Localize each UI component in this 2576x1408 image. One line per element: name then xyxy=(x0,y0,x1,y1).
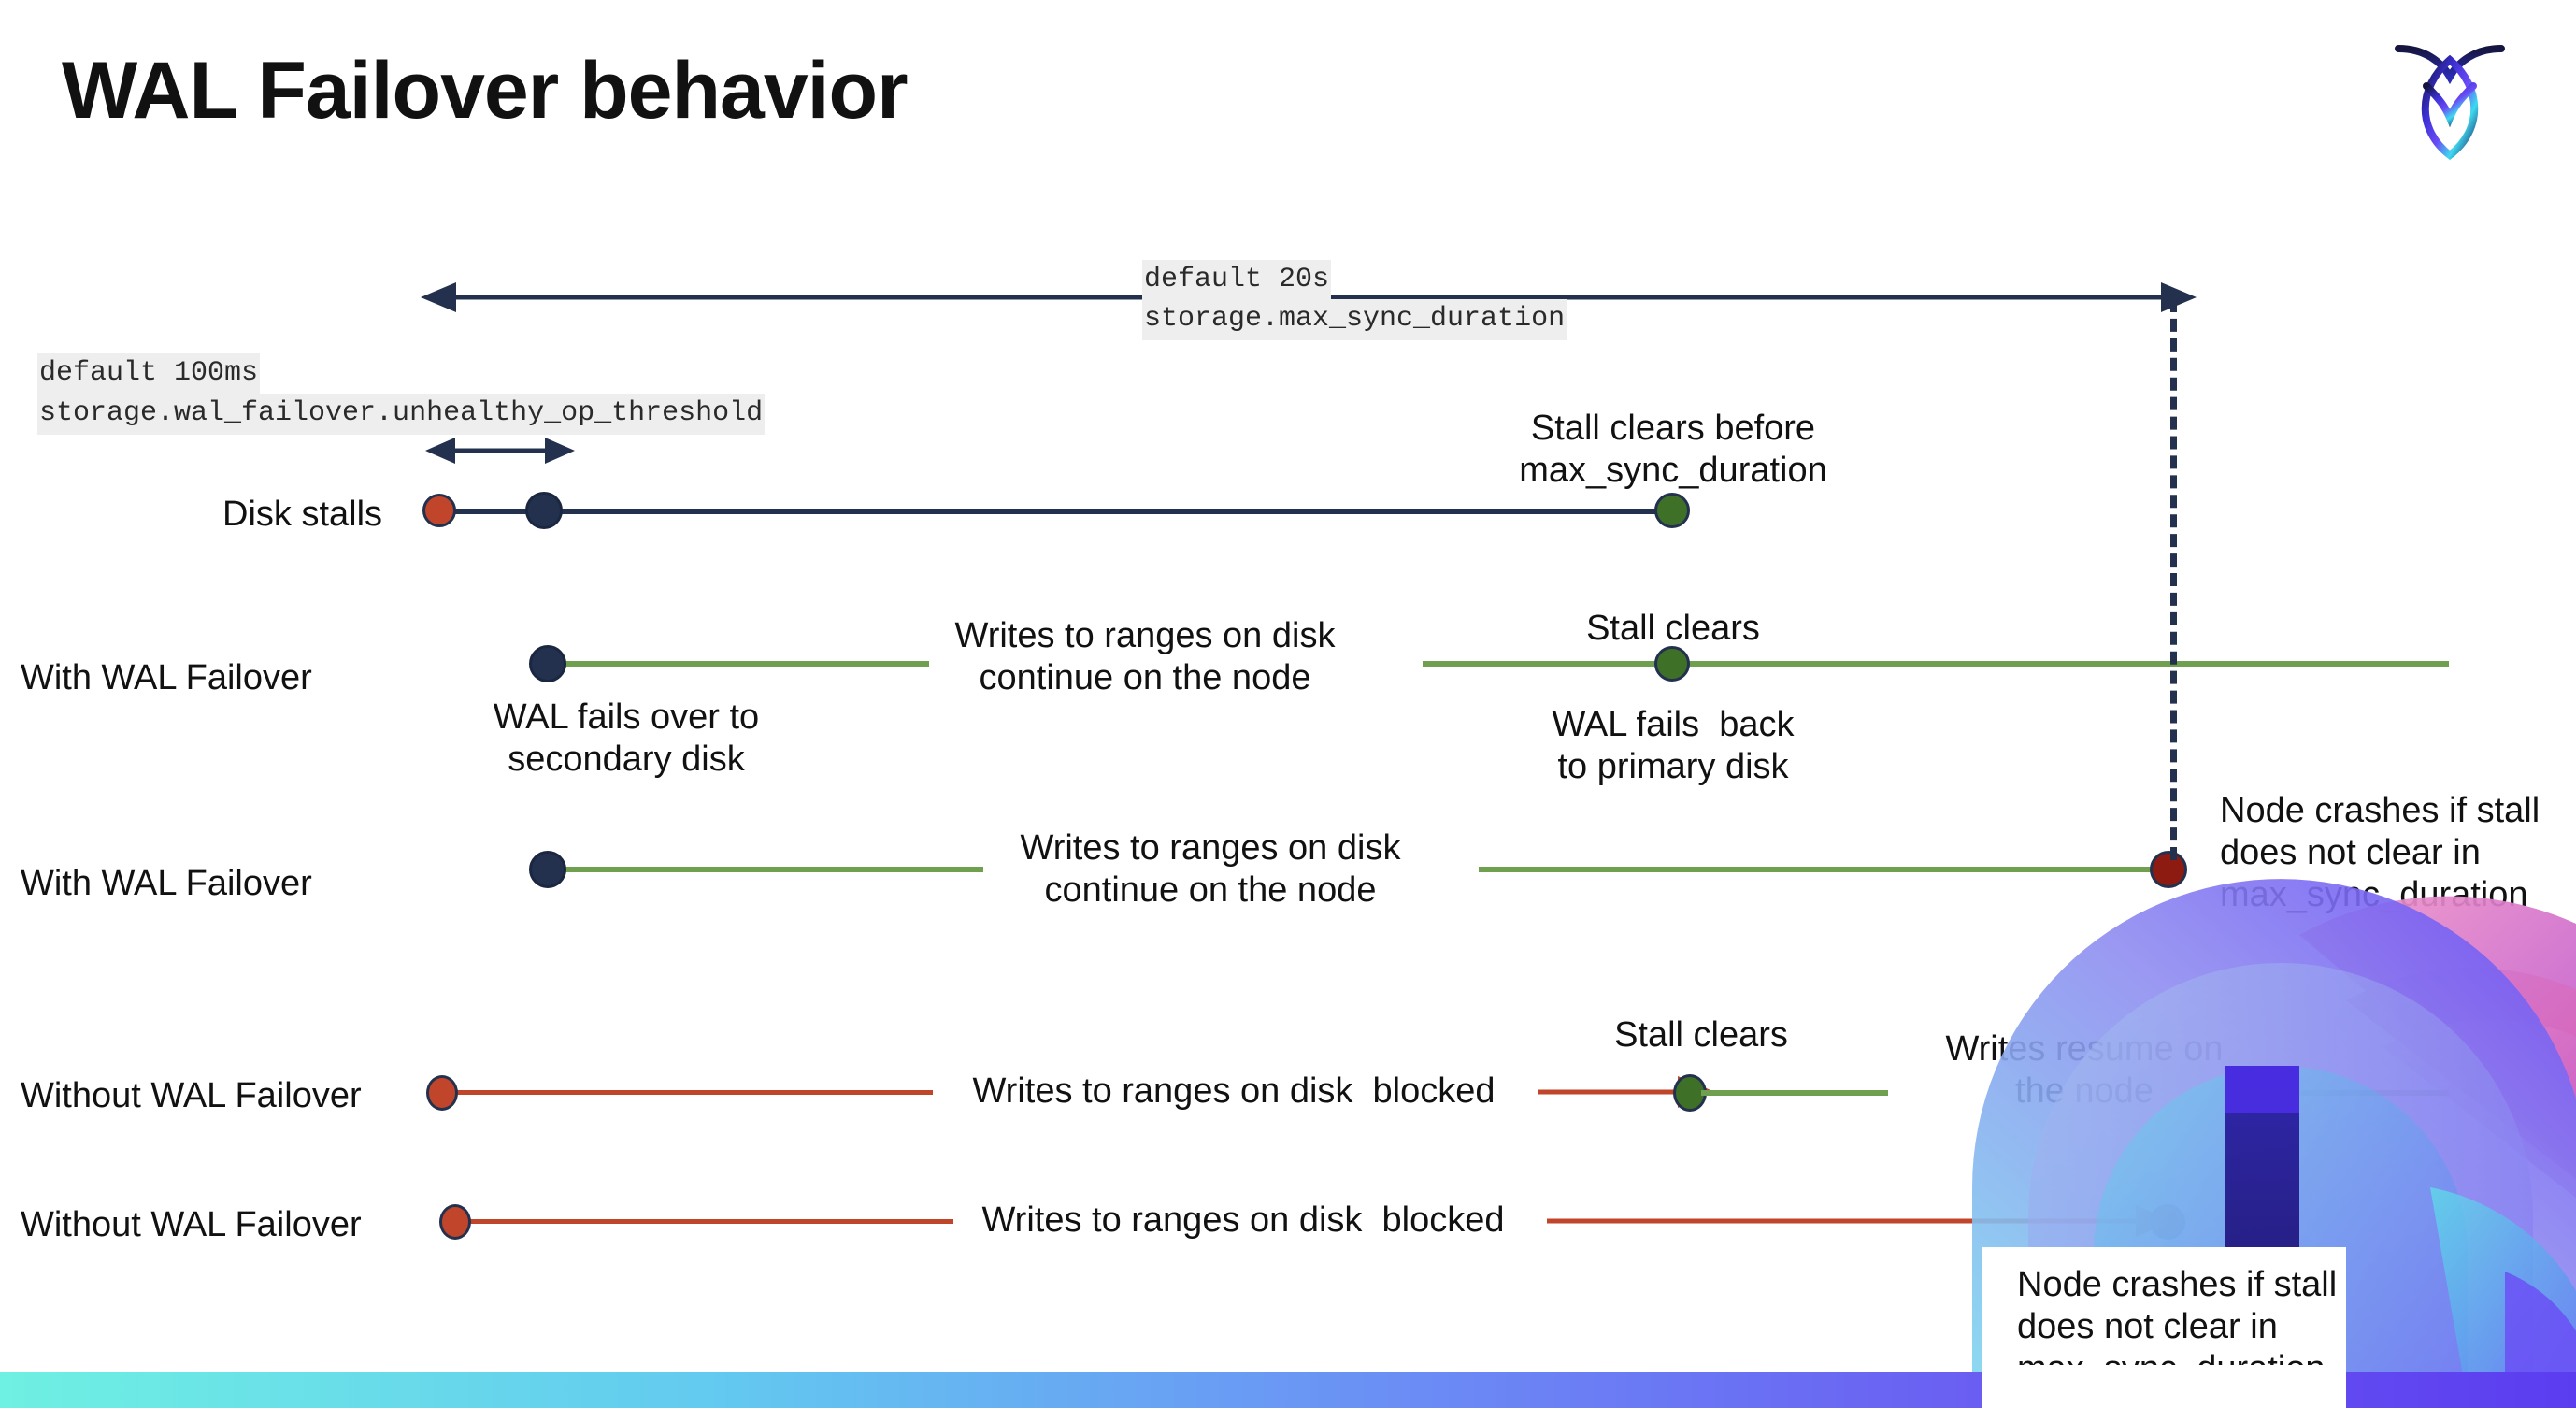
stall-clears-marker xyxy=(1654,646,1690,682)
with-wal-failover-1-segment-b xyxy=(1423,661,2449,667)
page-title: WAL Failover behavior xyxy=(62,46,909,136)
stall-start-marker xyxy=(439,1204,471,1240)
note-node-crashes-1: Node crashes if stall does not clear in … xyxy=(2220,791,2540,914)
without-wal-failover-1-resume-a xyxy=(1701,1090,1888,1096)
note-writes-continue-on-node-2: Writes to ranges on disk continue on the… xyxy=(1020,828,1401,910)
note-wal-fails-over-to-secondary-disk: WAL fails over to secondary disk xyxy=(493,697,760,779)
row-label-with-wal-failover-2: With WAL Failover xyxy=(21,864,312,903)
wal-failover-start-marker xyxy=(525,492,563,529)
row-label-with-wal-failover-1: With WAL Failover xyxy=(21,658,312,697)
row-label-without-wal-failover-1: Without WAL Failover xyxy=(21,1076,362,1115)
unhealthy-op-threshold-span-arrow xyxy=(425,438,575,464)
wal-failover-start-marker xyxy=(529,645,566,682)
max-sync-duration-default-chip: default 20s xyxy=(1142,260,1332,301)
unhealthy-op-threshold-setting-chip: storage.wal_failover.unhealthy_op_thresh… xyxy=(37,394,766,435)
with-wal-failover-2-segment-b xyxy=(1479,867,2172,872)
stall-start-marker xyxy=(426,1075,458,1111)
note-writes-blocked-2: Writes to ranges on disk blocked xyxy=(981,1200,1505,1240)
note-writes-continue-on-node-1: Writes to ranges on disk continue on the… xyxy=(954,616,1336,697)
without-wal-failover-1-blocked-a xyxy=(445,1090,933,1095)
stall-clears-marker xyxy=(1654,493,1690,528)
max-sync-duration-setting-chip: storage.max_sync_duration xyxy=(1142,299,1567,340)
with-wal-failover-2-segment-a xyxy=(544,867,983,872)
with-wal-failover-1-segment-a xyxy=(544,661,929,667)
cockroachdb-logo-icon xyxy=(2389,32,2511,167)
max-sync-duration-dashed-connector xyxy=(2170,299,2177,860)
disk-stalls-timeline xyxy=(437,509,1671,514)
node-crash-marker xyxy=(2150,851,2187,888)
row-label-without-wal-failover-2: Without WAL Failover xyxy=(21,1205,362,1244)
row-label-disk-stalls: Disk stalls xyxy=(222,495,383,534)
note-writes-blocked-1: Writes to ranges on disk blocked xyxy=(972,1071,1496,1111)
bottom-bar-callout-mask xyxy=(1982,1365,2346,1408)
note-stall-clears-1: Stall clears xyxy=(1586,609,1760,648)
note-stall-clears-before-max-sync: Stall clears before max_sync_duration xyxy=(1519,409,1827,490)
note-stall-clears-2: Stall clears xyxy=(1614,1015,1788,1055)
note-wal-fails-back-to-primary-disk: WAL fails back to primary disk xyxy=(1552,705,1795,786)
stall-start-marker xyxy=(422,494,456,527)
wal-failover-start-marker xyxy=(529,851,566,888)
without-wal-failover-2-blocked-a xyxy=(458,1219,953,1224)
unhealthy-op-threshold-default-chip: default 100ms xyxy=(37,353,261,395)
